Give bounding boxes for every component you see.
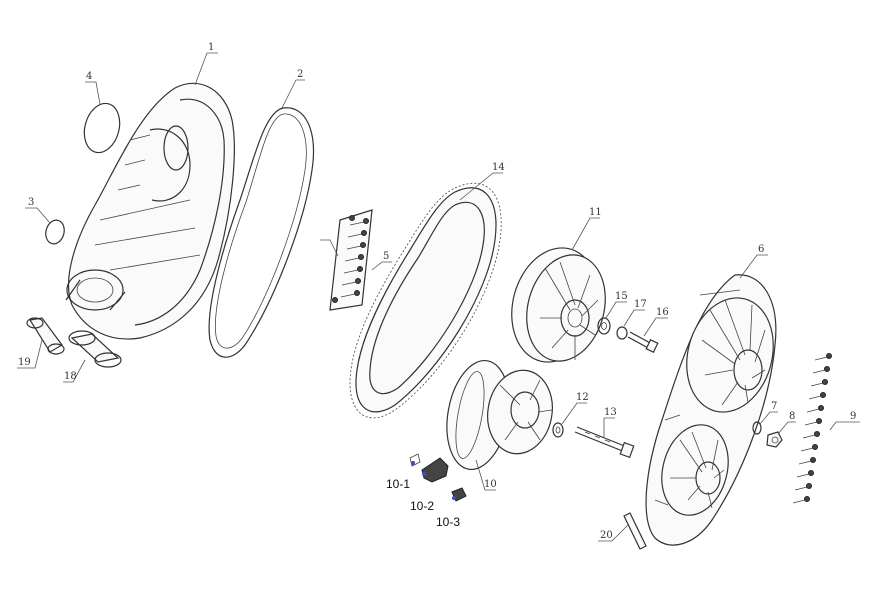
part-2-gasket [208,107,314,358]
part-3-o-ring [45,219,65,245]
callout-5: 5 [383,251,389,262]
part-17-ring [616,326,628,340]
leader-lines [17,52,860,542]
part-12-washer [552,422,564,438]
part-15-washer [597,317,611,335]
callout-3: 3 [28,197,34,208]
callout-14: 14 [492,162,505,173]
part-14-drive-belt [349,182,502,419]
part-11-driven-pulley [511,247,606,363]
part-19-bushing [26,317,65,355]
part-16-bolt [627,331,659,354]
part-13-long-bolt [574,426,635,459]
part-8-nut [766,431,783,448]
part-4-o-ring [83,102,121,154]
callout-1: 1 [208,42,214,53]
part-18-bushing [68,330,122,368]
part-1-inner-cover [65,82,235,340]
part-10-1-roller [409,453,421,467]
callout-20: 20 [600,530,613,541]
callout-8: 8 [789,411,795,422]
callout-17: 17 [634,299,647,310]
part-10-2-slider-weight [421,457,449,483]
callout-7: 7 [771,401,777,412]
callout-16: 16 [656,307,669,318]
callout-labels: 1 2 3 4 5 6 7 8 9 10 11 12 13 14 15 16 1… [18,42,856,541]
callout-9: 9 [850,411,856,422]
callout-10-1: 10-1 [386,477,410,491]
callout-10-3: 10-3 [436,515,460,529]
part-6-outer-cover [645,274,777,546]
callout-13: 13 [604,407,617,418]
part-7-o-ring [752,421,762,435]
callout-4: 4 [86,71,92,82]
callout-10: 10 [484,479,497,490]
callout-2: 2 [297,69,303,80]
part-10-3-slider [451,487,467,502]
callout-18: 18 [64,371,77,382]
callout-19: 19 [18,357,31,368]
part-20-pin [623,512,647,550]
callout-12: 12 [576,392,589,403]
callout-15: 15 [615,291,628,302]
part-10-drive-pulley [446,359,553,471]
callout-6: 6 [758,244,764,255]
callout-10-2: 10-2 [410,499,434,513]
part-9-bolt-set [792,353,832,504]
part-21-bolt-set [329,209,373,311]
callout-11: 11 [589,207,602,218]
